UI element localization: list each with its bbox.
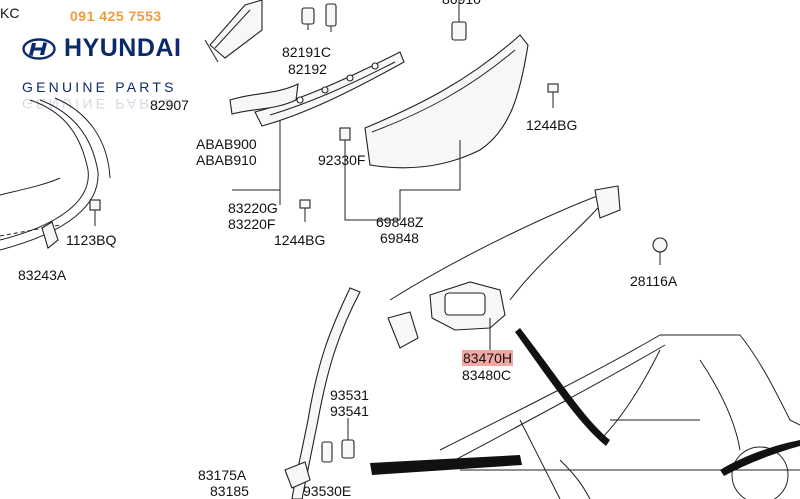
label-abab900: ABAB900 <box>196 136 257 152</box>
label-83175a: 83175A <box>198 467 247 483</box>
pillar-trim-83175a <box>284 287 361 499</box>
actuator-assembly-83470h <box>387 185 621 350</box>
bolt-1244bg-mid <box>299 199 311 222</box>
label-82191c: 82191C <box>282 44 332 60</box>
label-28116a: 28116A <box>630 273 678 289</box>
label-93541: 93541 <box>330 403 369 419</box>
label-83480c: 83480C <box>462 367 512 383</box>
trim-strip-83220 <box>229 51 405 205</box>
nut-28116a <box>652 237 668 265</box>
label-1244bg-mid: 1244BG <box>274 232 326 248</box>
vehicle-outline <box>370 328 800 499</box>
label-82907: 82907 <box>150 97 189 113</box>
clip-82191c <box>301 3 337 32</box>
label-83220f: 83220F <box>228 216 276 232</box>
hyundai-logo-icon <box>22 37 56 60</box>
label-93530e: 93530E <box>303 483 352 499</box>
label-69848z: 69848Z <box>376 214 424 230</box>
label-83185: 83185 <box>210 483 249 499</box>
brand-logo: HYUNDAI <box>22 34 181 63</box>
label-93531: 93531 <box>330 387 369 403</box>
label-69848: 69848 <box>380 230 419 246</box>
phone-number: 091 425 7553 <box>70 8 162 24</box>
label-83220g: 83220G <box>228 200 278 216</box>
tagline: GENUINE PARTS <box>22 79 177 95</box>
label-83470h-text: 83470H <box>462 350 514 366</box>
label-abab910: ABAB910 <box>196 152 257 168</box>
brand-name: HYUNDAI <box>64 34 182 62</box>
bracket-83243a <box>41 221 59 249</box>
label-1244bg-top: 1244BG <box>526 117 578 133</box>
panel-69848 <box>344 34 529 221</box>
bolt-1123bq <box>89 199 101 226</box>
label-92330f: 92330F <box>318 152 366 168</box>
label-82192: 82192 <box>288 61 327 77</box>
pillar-trim-82907 <box>204 0 263 63</box>
bolt-1244bg-top <box>547 83 559 108</box>
label-1123bq: 1123BQ <box>66 232 117 248</box>
label-top-right-fragment: 86910 <box>442 0 481 7</box>
clip-86910 <box>451 0 467 41</box>
label-83470h: 83470H <box>462 350 514 366</box>
label-top-left-fragment: KC <box>0 5 20 21</box>
clip-92330f <box>339 127 351 141</box>
door-frame-outline <box>0 97 111 251</box>
label-83243a: 83243A <box>18 267 67 283</box>
switch-93531 <box>321 418 355 463</box>
